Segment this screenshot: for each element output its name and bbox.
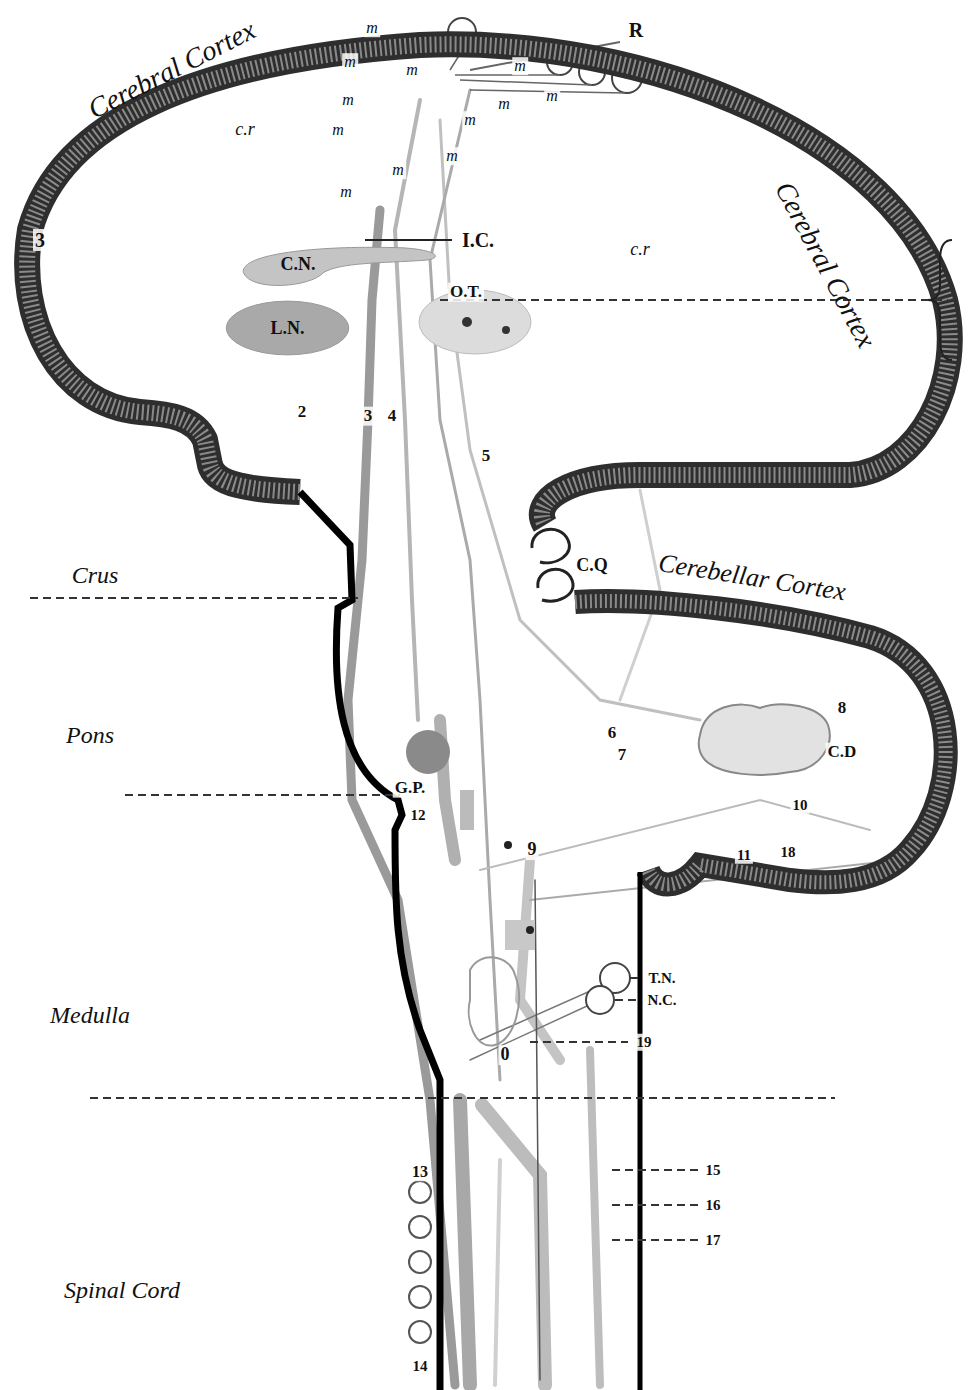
nucleus-outline	[235, 244, 445, 292]
callout-label: 16	[704, 1197, 723, 1214]
callout-label: C.D	[826, 743, 859, 762]
callout-label: c.r	[233, 120, 257, 140]
callout-label: 13	[410, 1163, 430, 1181]
callout-label: m	[512, 57, 528, 75]
callout-label: 7	[616, 746, 629, 765]
callout-label: m	[330, 121, 346, 139]
callout-label: 14	[411, 1358, 430, 1375]
callout-label: Spinal Cord	[62, 1277, 182, 1303]
cerebellar-cortex-band	[575, 601, 946, 884]
nucleus-shape: C.N.	[235, 244, 445, 292]
callout-label: 9	[526, 840, 539, 860]
callout-label: m	[496, 95, 512, 113]
callout-label: 15	[704, 1162, 723, 1179]
olive	[469, 957, 519, 1045]
fibre-tracts	[348, 90, 900, 1385]
callout-label: 12	[409, 807, 428, 824]
callout-label: Cerebellar Cortex	[654, 549, 849, 607]
pontine-nucleus	[406, 730, 450, 774]
tract-block	[460, 790, 474, 830]
callout-label: O.T.	[448, 283, 484, 302]
callout-label: m	[404, 61, 420, 79]
callout-label: m	[340, 91, 356, 109]
cell-dot	[462, 317, 472, 327]
callout-label: Pons	[64, 722, 116, 748]
callout-label: Cerebral Cortex	[767, 175, 882, 355]
callout-label: G.P.	[393, 779, 428, 798]
horn-cells	[409, 1181, 431, 1343]
callout-label: 17	[704, 1232, 723, 1249]
callout-label: c.r	[628, 240, 652, 260]
callout-label: m	[364, 19, 380, 37]
callout-label: Cerebral Cortex	[82, 14, 263, 126]
cortex-hatching	[575, 601, 946, 884]
cell-dot	[502, 326, 510, 334]
callout-label: 18	[779, 844, 798, 861]
cerebral-cortex-band	[27, 44, 950, 525]
callout-label: m	[462, 111, 478, 129]
callout-label: I.C.	[460, 229, 496, 251]
corpus-dentatum	[699, 704, 830, 775]
callout-label: 3	[33, 229, 47, 251]
nucleus-label: L.N.	[270, 318, 304, 339]
callout-label: R	[627, 19, 645, 41]
callout-label: C.Q	[574, 556, 610, 576]
leader-line	[365, 239, 452, 241]
cell-dot	[526, 926, 534, 934]
callout-label: 11	[735, 847, 753, 864]
level-lines	[30, 300, 948, 1240]
cell-dot	[504, 841, 512, 849]
callout-label: m	[342, 53, 358, 71]
callout-label: 6	[606, 724, 619, 743]
callout-label: 10	[791, 797, 810, 814]
callout-label: T.N.	[646, 970, 677, 987]
callout-label: N.C.	[645, 992, 678, 1009]
brace	[928, 240, 952, 360]
callout-label: m	[390, 161, 406, 179]
brainstem-outline	[638, 872, 643, 1390]
brainstem-outline	[300, 492, 440, 1390]
corpora-quadrigemina	[532, 529, 573, 601]
tract-block	[505, 920, 535, 950]
callout-label: 4	[386, 407, 399, 426]
callout-label: m	[338, 183, 354, 201]
callout-label: 3	[362, 407, 375, 426]
callout-label: 8	[836, 699, 849, 718]
callout-label: m	[444, 147, 460, 165]
callout-label: Crus	[70, 562, 121, 588]
callout-label: 5	[480, 447, 493, 466]
nucleus-circle	[586, 986, 614, 1014]
callout-label: Medulla	[48, 1002, 132, 1028]
callout-label: 0	[499, 1045, 512, 1065]
callout-label: 2	[296, 403, 309, 422]
nucleus-label: C.N.	[281, 254, 316, 275]
nucleus-shape: L.N.	[225, 300, 350, 356]
callout-label: m	[544, 87, 560, 105]
callout-label: 19	[635, 1034, 654, 1051]
cortex-hatching	[27, 44, 950, 525]
